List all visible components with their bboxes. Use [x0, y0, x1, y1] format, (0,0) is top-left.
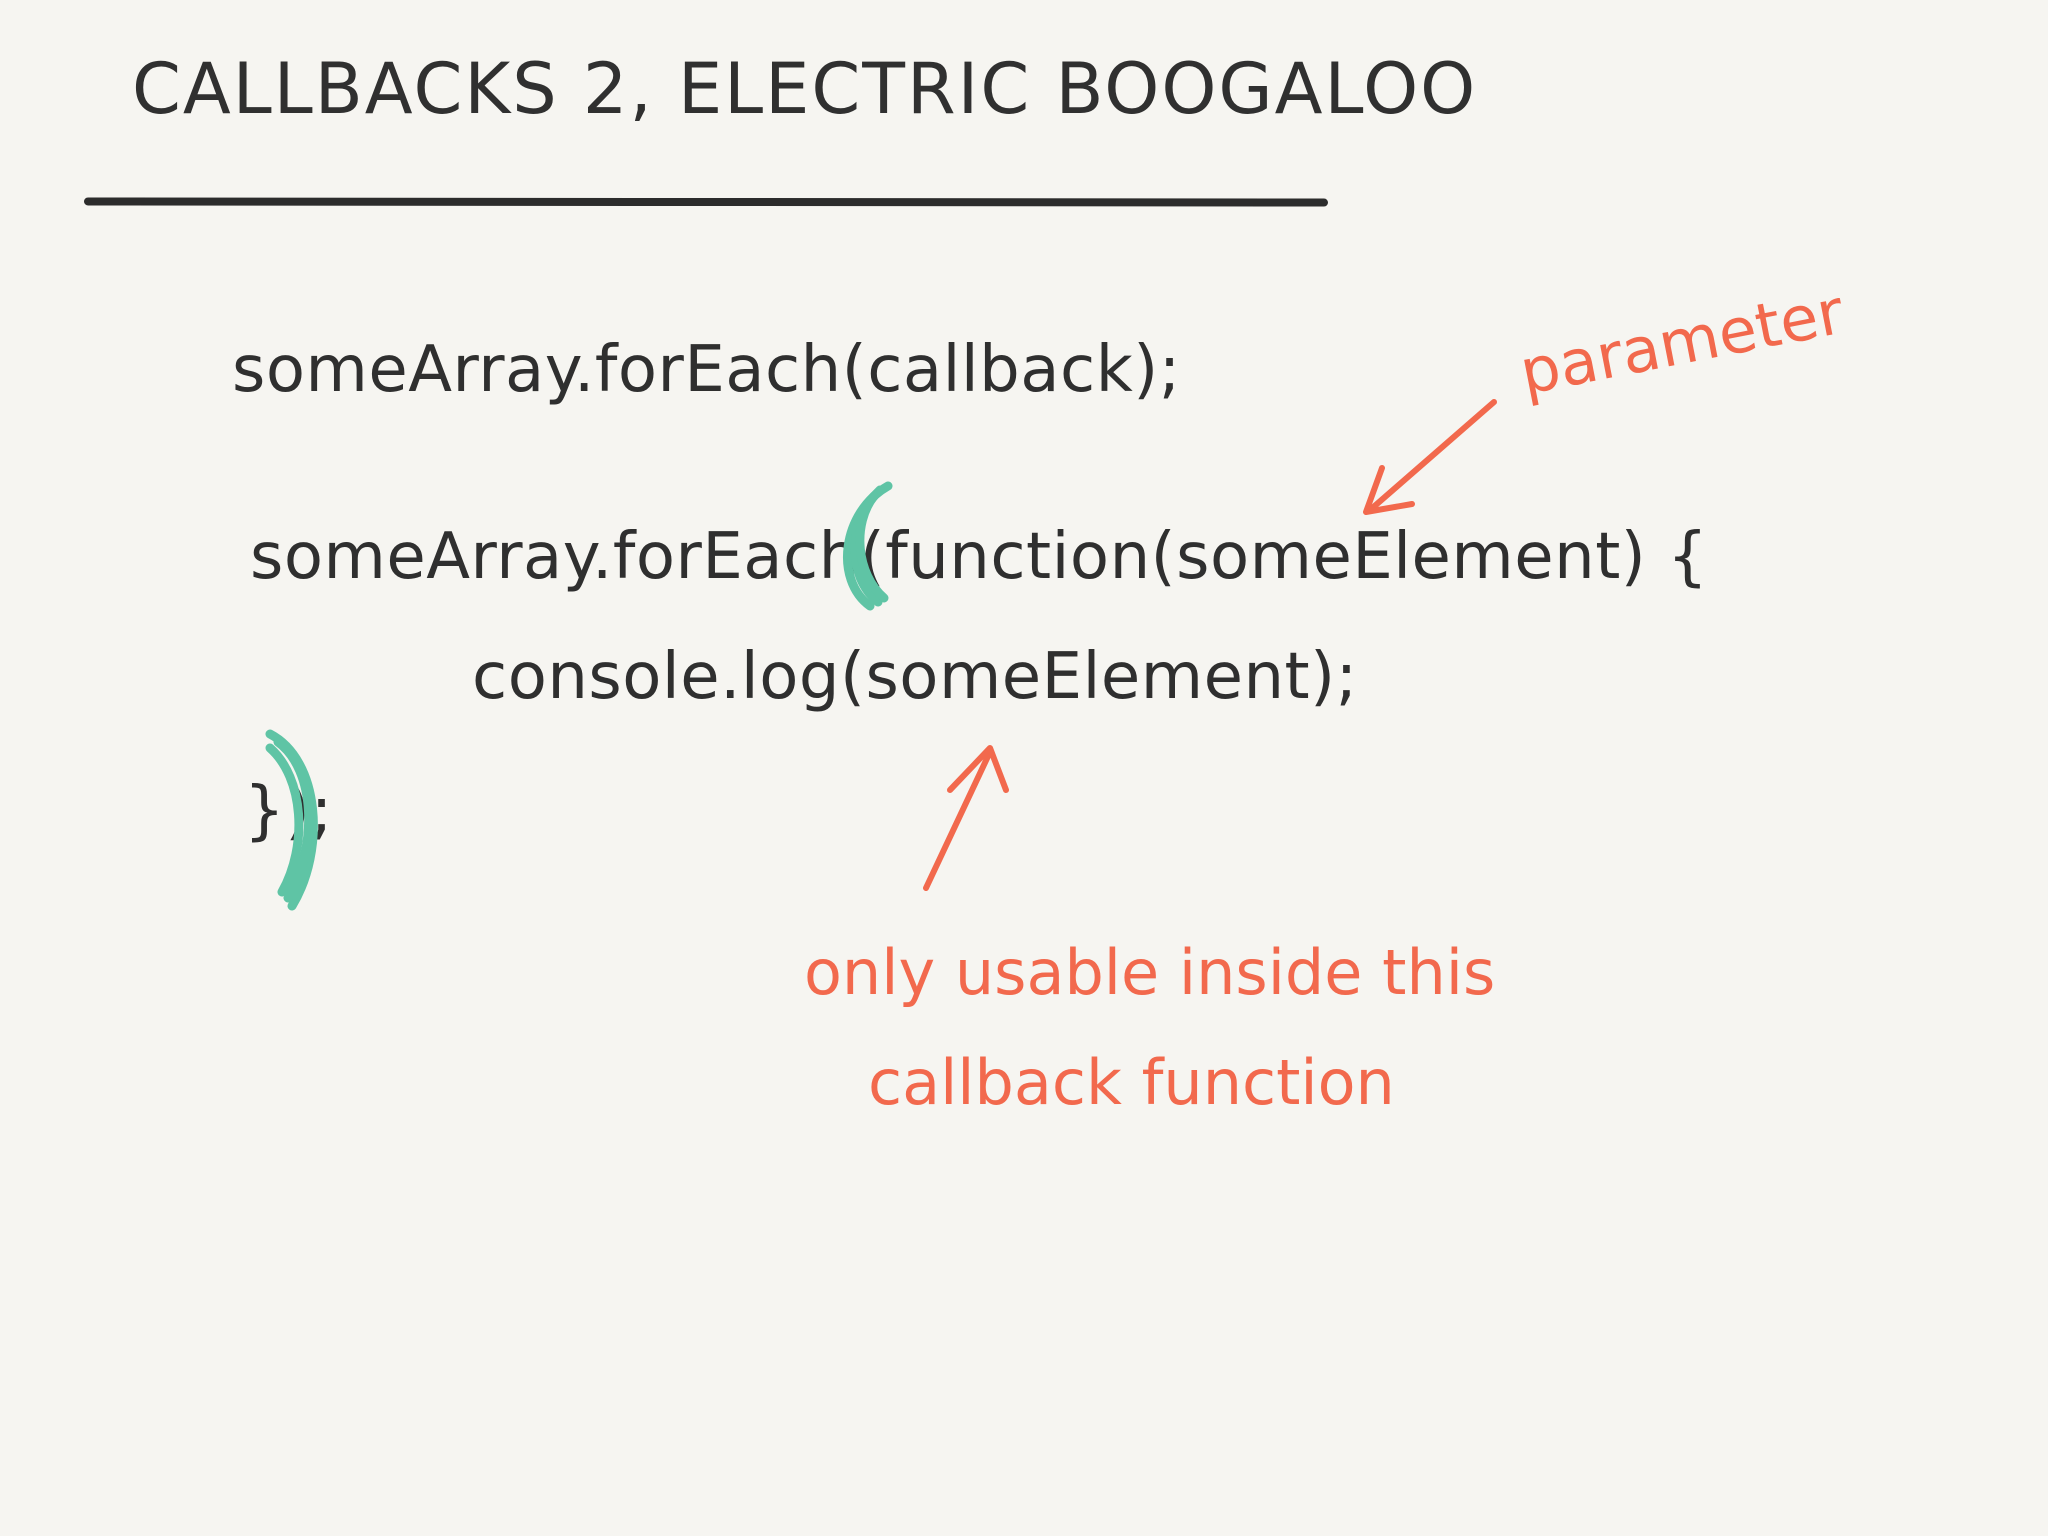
code-line-foreach-function: someArray.forEach(function(someElement) … — [250, 520, 1709, 594]
arrow-down-left-icon — [1363, 399, 1497, 515]
annotation-scope-line-2: callback function — [868, 1046, 1395, 1119]
annotation-parameter: parameter — [1514, 274, 1850, 409]
code-line-closing: }); — [244, 774, 333, 848]
arrow-up-icon — [923, 745, 1009, 891]
page-title: CALLBACKS 2, ELECTRIC BOOGALOO — [132, 48, 1478, 130]
annotation-scope-line-1: only usable inside this — [804, 936, 1496, 1009]
code-line-console-log: console.log(someElement); — [472, 640, 1358, 714]
annotation-scope: only usable inside this callback functio… — [804, 918, 1495, 1138]
title-underline — [83, 197, 1329, 207]
code-line-foreach-callback: someArray.forEach(callback); — [232, 333, 1181, 407]
